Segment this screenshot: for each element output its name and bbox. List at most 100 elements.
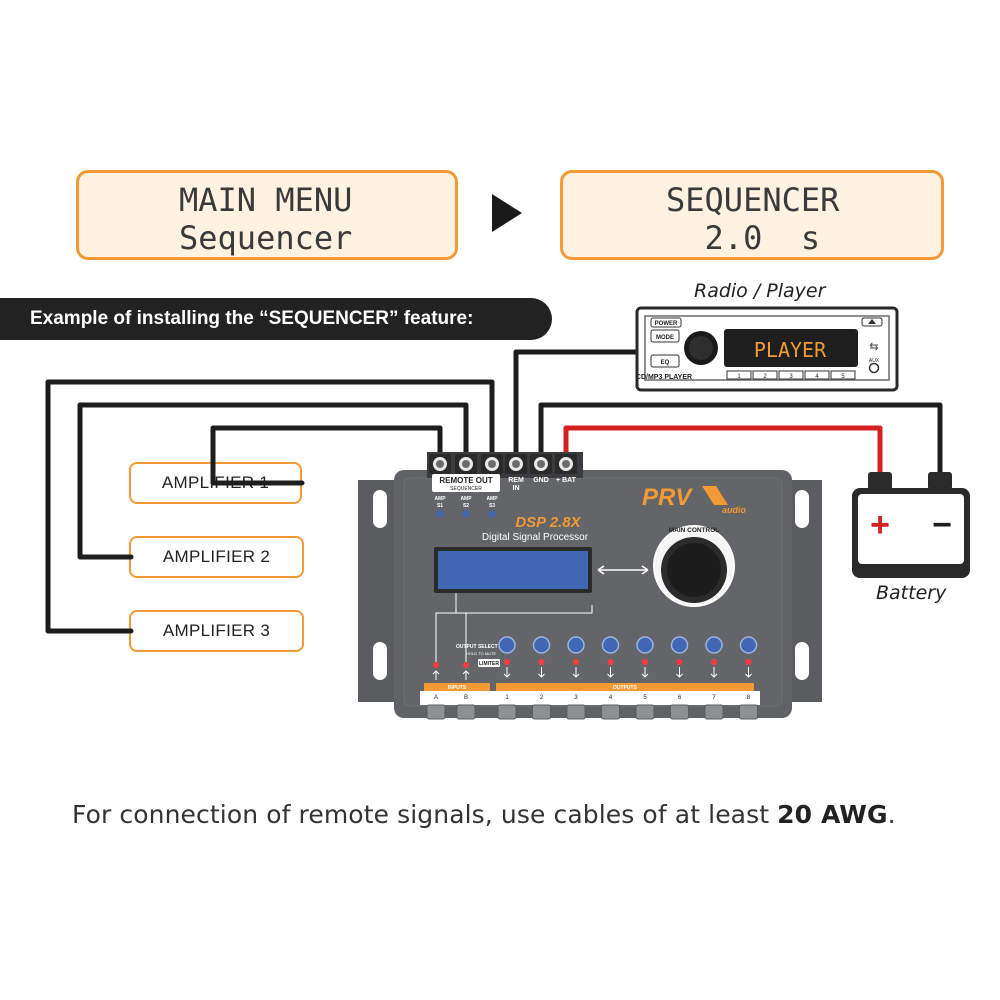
output-select-button-4 bbox=[601, 636, 620, 654]
dsp-model: DSP 2.8X bbox=[515, 514, 581, 531]
output-select-button-6 bbox=[670, 636, 689, 654]
battery-plus-sign: + bbox=[870, 506, 890, 544]
terminal-screw-icon bbox=[433, 457, 447, 471]
main-control-label: MAIN CONTROL bbox=[669, 527, 720, 534]
dsp-lcd bbox=[438, 551, 588, 589]
input-arrow-icon bbox=[432, 670, 440, 680]
preset-label: 4 bbox=[815, 374, 819, 380]
output-label: 2 bbox=[540, 695, 544, 701]
amp-terminal-label: AMP bbox=[486, 496, 498, 502]
screen-line-1: MAIN MENU bbox=[179, 181, 353, 219]
wire-amp3 bbox=[45, 379, 495, 634]
input-led-B bbox=[463, 662, 469, 668]
outputs-strip bbox=[496, 683, 754, 691]
footer-end: . bbox=[887, 800, 896, 829]
mount-hole bbox=[373, 490, 387, 528]
terminal-3 bbox=[505, 454, 527, 474]
terminal-screw-head bbox=[436, 460, 444, 468]
mount-hole bbox=[795, 490, 809, 528]
output-select-button-3 bbox=[567, 636, 585, 654]
limiter-led-3 bbox=[573, 659, 579, 665]
output-select-button-8 bbox=[739, 636, 758, 654]
output-select-button-5 bbox=[636, 636, 654, 654]
footer-bold: 20 AWG bbox=[777, 800, 888, 829]
sequencer-screen: SEQUENCER 2.0 s bbox=[560, 170, 944, 260]
footer-note: For connection of remote signals, use ca… bbox=[72, 800, 896, 829]
power-button-label: POWER bbox=[655, 321, 678, 327]
eq-button-label: EQ bbox=[661, 360, 670, 366]
rca-jack bbox=[456, 704, 476, 720]
amp-terminal-label: S1 bbox=[437, 503, 443, 509]
terminal-screw-head bbox=[512, 460, 520, 468]
output-select-label: OUTPUT SELECT bbox=[456, 644, 498, 650]
wire-ground bbox=[538, 402, 943, 475]
aux-jack-icon bbox=[868, 362, 880, 374]
bat-label: + BAT bbox=[556, 477, 577, 484]
wire-battery-positive bbox=[563, 425, 883, 472]
rca-jack bbox=[497, 704, 517, 720]
main-control-knob-icon bbox=[661, 537, 727, 603]
brand-logo: PRV bbox=[642, 484, 693, 511]
terminal-screw-icon bbox=[534, 457, 548, 471]
output-select-button-1 bbox=[498, 636, 516, 654]
brand-logo-mark bbox=[702, 486, 728, 505]
outputs-label: OUTPUTS bbox=[613, 685, 638, 691]
output-label: 1 bbox=[505, 695, 509, 701]
output-label: 3 bbox=[574, 695, 578, 701]
rem-in-label-2: IN bbox=[513, 485, 520, 492]
dsp-subtitle: Digital Signal Processor bbox=[482, 532, 589, 543]
preset-label: 5 bbox=[841, 374, 845, 380]
battery-positive-terminal bbox=[868, 472, 892, 490]
input-label: A bbox=[434, 695, 438, 701]
amp-terminal-led bbox=[488, 510, 496, 518]
limiter-led-4 bbox=[607, 659, 614, 665]
output-arrow-icon bbox=[710, 667, 718, 678]
amplifier-2-box: AMPLIFIER 2 bbox=[129, 536, 304, 578]
preset-label: 2 bbox=[763, 374, 767, 380]
brand-sub: audio bbox=[722, 505, 747, 515]
rca-jack bbox=[704, 704, 724, 720]
preset-button-3 bbox=[778, 370, 804, 380]
terminal-screw-icon bbox=[485, 457, 499, 471]
preset-button-4 bbox=[804, 370, 830, 380]
output-arrow-icon bbox=[538, 667, 545, 678]
terminal-screw-head bbox=[562, 460, 570, 468]
example-banner: Example of installing the “SEQUENCER” fe… bbox=[0, 298, 552, 340]
output-arrow-icon bbox=[641, 667, 649, 678]
screen-line-1: SEQUENCER bbox=[666, 181, 840, 219]
radio-caption: Radio / Player bbox=[694, 280, 826, 302]
terminal-screw-head bbox=[488, 460, 496, 468]
rca-jack bbox=[670, 704, 689, 720]
output-arrow-icon bbox=[745, 667, 752, 678]
output-label: 6 bbox=[678, 695, 682, 701]
output-arrow-icon bbox=[676, 667, 683, 678]
footer-text: For connection of remote signals, use ca… bbox=[72, 800, 778, 829]
limiter-led-1 bbox=[504, 659, 510, 665]
rca-jack bbox=[635, 704, 655, 720]
preset-button-2 bbox=[752, 370, 778, 380]
aux-label: AUX bbox=[869, 358, 880, 364]
output-label: 5 bbox=[643, 695, 647, 701]
terminal-4 bbox=[530, 454, 552, 474]
amp-terminal-label: AMP bbox=[460, 496, 472, 502]
limiter-led-2 bbox=[538, 659, 545, 665]
terminal-5 bbox=[555, 454, 577, 474]
battery-minus-sign: − bbox=[932, 506, 952, 544]
radio-player: POWER MODE EQ CD/MP3 PLAYER PLAYER ⇆ AUX… bbox=[635, 306, 899, 392]
output-arrow-icon bbox=[607, 667, 614, 678]
input-arrow-icon bbox=[462, 670, 470, 680]
eject-button bbox=[861, 317, 883, 327]
output-arrow-icon bbox=[572, 667, 580, 678]
volume-knob-icon bbox=[684, 331, 718, 365]
remote-out-label: REMOTE OUT bbox=[439, 476, 492, 485]
terminal-screw-head bbox=[462, 460, 470, 468]
output-select-button-2 bbox=[532, 636, 551, 654]
output-arrow-icon bbox=[503, 667, 511, 678]
terminal-screw-icon bbox=[559, 457, 573, 471]
main-menu-screen: MAIN MENU Sequencer bbox=[76, 170, 458, 260]
mount-hole bbox=[795, 642, 809, 680]
limiter-label: LIMITER bbox=[479, 661, 499, 667]
amp-terminal-label: S2 bbox=[463, 503, 469, 509]
sequencer-label: SEQUENCER bbox=[450, 486, 482, 492]
preset-label: 1 bbox=[737, 374, 741, 380]
